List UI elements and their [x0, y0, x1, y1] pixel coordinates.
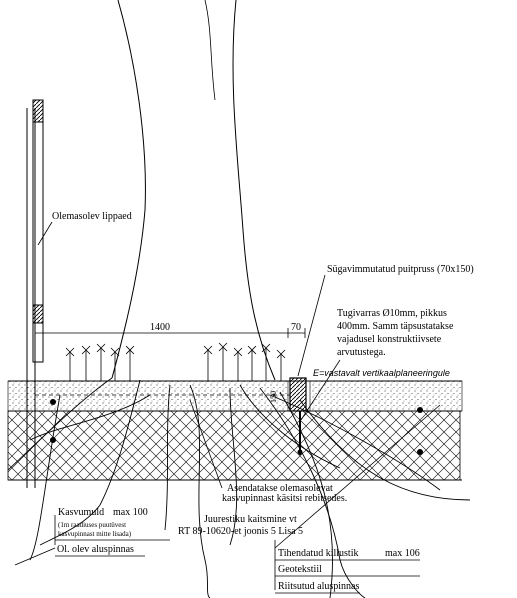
post-leader [297, 274, 326, 377]
rod-text-line-2: 400mm. Samm täpsustatakse [337, 321, 454, 332]
tree-trunk-bark-line [204, 0, 216, 101]
replace-text-line-1: Asendatakse olemasolevat [227, 483, 333, 494]
gravel-max: max 106 [385, 548, 420, 559]
geotextile-label: Geotekstiil [278, 564, 322, 575]
replace-text-line-2: kasvupinnast käsitsi rebitsedes. [222, 493, 347, 504]
dimension-70: 70 [291, 322, 301, 333]
section-markers [50, 399, 423, 455]
rod-leader [300, 359, 341, 421]
compacted-base-label: Riitsutud aluspinnas [278, 581, 360, 592]
growing-soil-layer-left [7, 380, 289, 412]
tree-trunk-right-outline [232, 0, 276, 381]
cross-hatched-soil-layer [7, 410, 461, 481]
fence-leader [37, 221, 53, 246]
root-text-line-1: Juurestiku kaitsmine vt [204, 514, 297, 525]
soil-max: max 100 [113, 507, 148, 518]
post-label: Sügavimmutatud puitpruss (70x150) [327, 264, 474, 275]
existing-base-leader [14, 547, 56, 566]
tree-trunk-left-outline [111, 0, 146, 379]
gravel-layer-right [309, 380, 463, 412]
fence-label: Olemasolev lippaed [52, 211, 132, 222]
soil-title: Kasvumuld [58, 507, 104, 518]
gravel-leader [274, 404, 441, 549]
soil-note-2: kasvupinnast mitte lisada) [58, 530, 132, 538]
replace-leader [189, 399, 223, 489]
soil-note-1: (1m raadiuses puutüvest [58, 521, 126, 529]
side-dimension-150: 150 [269, 391, 278, 403]
root-text-line-2: RT 89-10620-et joonis 5 Lisa 5 [178, 526, 303, 537]
grade-label: E=vastavalt vertikaalplaneeringule [313, 368, 450, 378]
dimension-1400: 1400 [150, 322, 170, 333]
rod-text-line-1: Tugivarras Ø10mm, pikkus [337, 308, 447, 319]
rod-text-line-4: arvutustega. [337, 347, 386, 358]
fence-post-bracket [32, 304, 44, 324]
rod-text-line-3: vajadusel konstruktiivsete [337, 334, 442, 345]
edge-timber-post [289, 377, 307, 412]
grass-plants [65, 342, 286, 381]
existing-base-label: Ol. olev aluspinnas [57, 544, 134, 555]
gravel-label: Tihendatud killustik [278, 548, 358, 559]
fence-post-cap [32, 99, 44, 123]
